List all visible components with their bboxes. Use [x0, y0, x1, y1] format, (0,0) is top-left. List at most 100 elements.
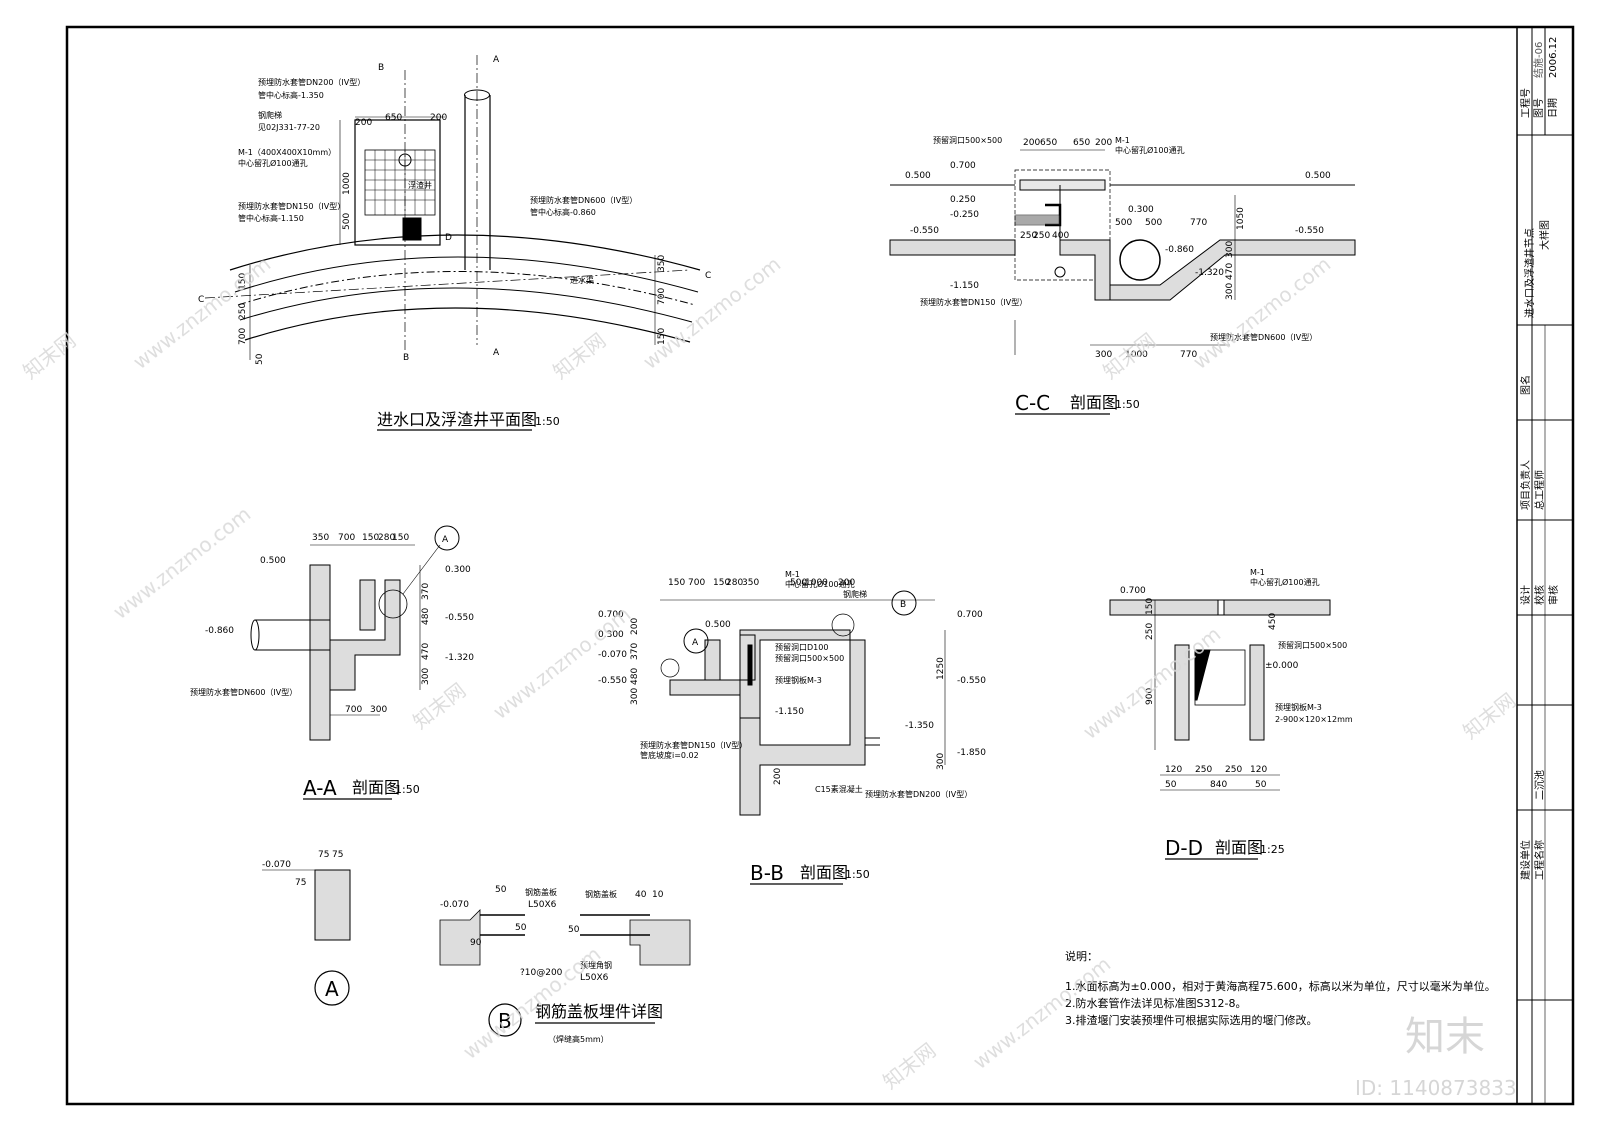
detail-b-ref: B — [498, 1009, 512, 1033]
plan-dim-0: 200 — [355, 118, 372, 128]
watermark-site-1: www.znzmo.com — [128, 252, 275, 374]
cc-dim-14: 300 — [1225, 283, 1235, 300]
notes-title: 说明： — [1065, 949, 1098, 963]
bb-level-4: -0.550 — [598, 676, 627, 686]
cc-dim-4: 500 — [1115, 218, 1132, 228]
aa-scale: 1:50 — [395, 783, 420, 796]
aa-dim-1: 700 — [338, 533, 355, 543]
watermark-site-4: www.znzmo.com — [108, 502, 255, 624]
sheet-border — [65, 25, 1575, 1106]
bb-label-2: 钢爬梯 — [843, 589, 867, 599]
bb-level-9: -0.550 — [957, 676, 986, 686]
detail-a — [262, 869, 351, 1006]
mark-d: D — [445, 233, 452, 243]
plan-dim-3: 1000 — [342, 172, 352, 195]
client-label: 建设单位 — [1519, 840, 1532, 880]
plan-label-11: 进水渠 — [570, 275, 594, 285]
bb-label-9: 管底坡度i=0.02 — [640, 750, 699, 760]
cc-level-3: -0.250 — [950, 210, 979, 220]
cc-label-4: 预埋防水套管DN600（IV型） — [1210, 332, 1317, 342]
plan-label-4: M-1（400X400X10mm） — [238, 148, 336, 157]
cc-dim-8: 250 — [1033, 231, 1050, 241]
cc-title-suffix: 剖面图 — [1070, 393, 1118, 412]
aa-dim-0: 350 — [312, 533, 329, 543]
dd-label-2: 预留洞口500×500 — [1278, 640, 1347, 650]
bb-dim-11: 300 — [630, 688, 640, 705]
cc-dim-12: 1000 — [1125, 350, 1148, 360]
mark-c-right: C — [705, 271, 711, 281]
aa-dim-7: 470 — [421, 643, 431, 660]
cc-annotations: 预留洞口500×500 M-1 中心留孔Ø100通孔 预埋防水套管DN150（I… — [905, 135, 1331, 415]
detail-a-annotations: -0.070 75 75 75 A — [262, 850, 343, 1001]
detail-b-label-5: 钢筋盖板 — [585, 889, 617, 899]
pm-label: 项目负责人 — [1519, 460, 1532, 510]
detail-b-level: -0.070 — [440, 900, 469, 910]
bb-label-4: 预留洞口500×500 — [775, 653, 844, 663]
bb-dim-6: 1000 — [805, 578, 828, 588]
titleblock: 工程号 图号 日期 结施-06 2006.12 进水口及浮渣井节点 大样图 图名… — [1519, 37, 1560, 880]
project-label: 工程名称 — [1533, 840, 1546, 880]
plan-dim-2: 200 — [430, 113, 447, 123]
plan-dim-4: 500 — [342, 213, 352, 230]
bb-dim-10: 480 — [630, 668, 640, 685]
cc-level-1: 0.700 — [950, 161, 976, 171]
dd-dim-0: 150 — [1145, 598, 1155, 615]
plan-dim-10: 700 — [238, 328, 248, 345]
plan-view — [204, 55, 701, 360]
watermark-logo: 知末 — [1405, 1014, 1485, 1060]
watermark-site-5: www.znzmo.com — [488, 602, 635, 724]
cc-dim-15: 470 — [1225, 263, 1235, 280]
bb-level-1: 0.500 — [705, 620, 731, 630]
aa-level-3: -1.320 — [445, 653, 474, 663]
cc-level-0: 0.500 — [905, 171, 931, 181]
aa-dim-4: 150 — [392, 533, 409, 543]
plan-label-9: 管中心标高-0.860 — [530, 207, 596, 217]
plan-label-3: 见02J331-77-20 — [258, 123, 320, 132]
dd-dim-6: 250 — [1225, 765, 1242, 775]
bb-level-3: -0.070 — [598, 650, 627, 660]
aa-section — [250, 525, 460, 741]
cc-label-1: M-1 — [1115, 136, 1130, 145]
watermark-brand-1: 知末网 — [18, 328, 80, 384]
plan-dim-11: 50 — [255, 353, 265, 365]
cc-dim-11: 300 — [1095, 350, 1112, 360]
bb-level-6: -1.350 — [905, 721, 934, 731]
aa-dim-5: 370 — [421, 583, 431, 600]
bb-dim-3: 280 — [726, 578, 743, 588]
detail-b-subtitle: （焊缝高5mm） — [548, 1034, 609, 1044]
bb-scale: 1:50 — [845, 868, 870, 881]
mark-a-bottom: A — [493, 348, 500, 358]
cc-dim-5: 500 — [1145, 218, 1162, 228]
bb-title-suffix: 剖面图 — [800, 863, 848, 882]
plan-label-8: 预埋防水套管DN600（IV型） — [530, 195, 637, 205]
cc-dim-6: 770 — [1190, 218, 1207, 228]
date-label: 日期 — [1547, 98, 1559, 118]
date: 2006.12 — [1548, 37, 1559, 78]
plan-dim-8: 150 — [238, 273, 248, 290]
detail-b-label-4: L50X6 — [580, 973, 609, 983]
bb-label-6: 预埋防水套管DN150（IV型） — [640, 740, 747, 750]
notes: 说明： 1.水面标高为±0.000，相对于黄海高程75.600，标高以米为单位，… — [1065, 949, 1496, 1027]
dd-section — [1109, 599, 1331, 791]
plan-annotations: 预埋防水套管DN200（IV型） 管中心标高-1.350 钢爬梯 见02J331… — [198, 55, 711, 429]
dd-dim-7: 120 — [1250, 765, 1267, 775]
plan-label-10: 浮渣井 — [408, 180, 432, 190]
cc-level-6: 0.300 — [1128, 205, 1154, 215]
bb-ref-a: A — [692, 638, 699, 648]
bb-dim-1: 700 — [688, 578, 705, 588]
bb-dim-0: 150 — [668, 578, 685, 588]
detail-b-dim-5: 50 — [568, 925, 580, 935]
cc-dim-3: 200 — [1095, 138, 1112, 148]
plan-label-2: 钢爬梯 — [258, 110, 282, 120]
bb-dim-8: 200 — [630, 618, 640, 635]
detail-b — [439, 909, 691, 1037]
cc-section — [889, 149, 1356, 355]
bb-section — [660, 590, 946, 816]
cc-level-7: -0.860 — [1165, 245, 1194, 255]
watermark-brand-9: 知末网 — [1458, 688, 1520, 744]
cc-dim-7: 250 — [1020, 231, 1037, 241]
watermark-brand-5: 知末网 — [408, 678, 470, 734]
aa-level-4: -0.860 — [205, 626, 234, 636]
dd-scale: 1:25 — [1260, 843, 1285, 856]
bb-level-5: -1.150 — [775, 707, 804, 717]
